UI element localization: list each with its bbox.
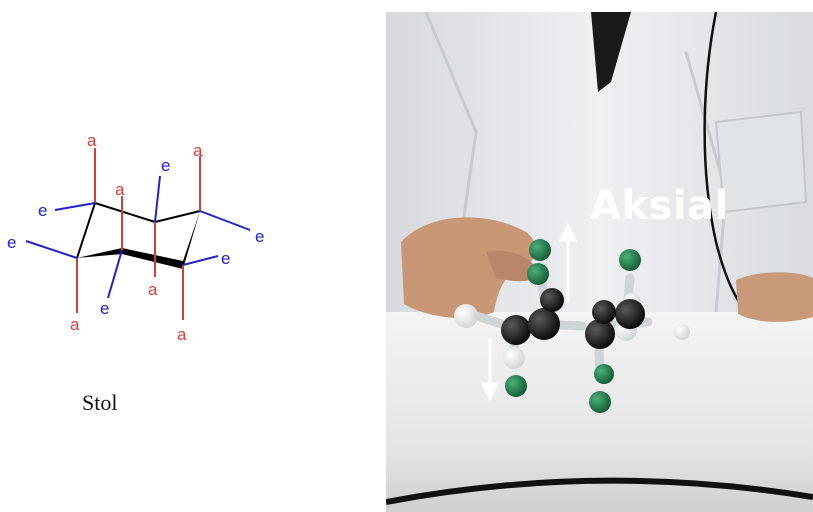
equatorial-label: e <box>221 249 230 268</box>
ring-bond <box>154 210 201 223</box>
chlorine-atom <box>619 249 641 271</box>
carbon-atom <box>615 299 645 329</box>
carbon-atom <box>501 315 531 345</box>
equatorial-label: e <box>7 233 16 252</box>
right-hand <box>736 272 813 322</box>
left-hand <box>401 217 537 318</box>
carbon-atom <box>528 308 560 340</box>
coat-pocket <box>714 110 808 214</box>
ring-wedge-bond <box>77 248 122 258</box>
carbon-atom <box>540 288 564 312</box>
equatorial-bond <box>25 240 78 259</box>
carbon-atom <box>585 319 615 349</box>
left-hand-finger <box>486 250 538 282</box>
chlorine-atom <box>594 364 614 384</box>
down-arrow-head <box>480 382 500 402</box>
equatorial-label: e <box>100 299 109 318</box>
chlorine-atom <box>527 263 549 285</box>
axial-label: a <box>115 180 125 199</box>
diagram-caption: Stol <box>82 390 118 415</box>
molecular-model-photo <box>386 12 813 512</box>
chlorine-atom <box>505 375 527 397</box>
axial-label: a <box>148 280 158 299</box>
axial-label-overlay: Aksial <box>590 183 729 229</box>
equatorial-bond <box>182 255 219 266</box>
axial-label: a <box>87 131 97 150</box>
axial-label: a <box>193 141 203 160</box>
top-text-fragment <box>0 0 360 10</box>
chlorine-atom <box>589 391 611 413</box>
ring-wedge-bond <box>183 211 200 269</box>
chlorine-atom <box>529 239 551 261</box>
carbon-atom <box>592 300 616 324</box>
table-edge <box>386 477 813 505</box>
hydrogen-atom <box>503 347 525 369</box>
hydrogen-atom <box>674 324 690 340</box>
ring-bond <box>76 202 96 259</box>
hydrogen-atom <box>454 304 478 328</box>
axial-label: a <box>70 315 80 334</box>
ring-bond <box>94 202 156 223</box>
microphone-cable <box>703 12 747 313</box>
chair-conformation-diagram: a a a a a a e e e e e e <box>7 131 264 344</box>
up-arrow-head <box>558 222 578 242</box>
axial-label: a <box>177 325 187 344</box>
equatorial-bond <box>199 210 251 231</box>
ring-wedge-bond <box>122 248 183 269</box>
equatorial-label: e <box>38 201 47 220</box>
equatorial-bond <box>54 202 96 211</box>
equatorial-bond <box>107 249 123 299</box>
equatorial-label: e <box>255 227 264 246</box>
coat-collar <box>591 12 631 92</box>
equatorial-bond <box>154 175 161 223</box>
equatorial-label: e <box>161 156 170 175</box>
